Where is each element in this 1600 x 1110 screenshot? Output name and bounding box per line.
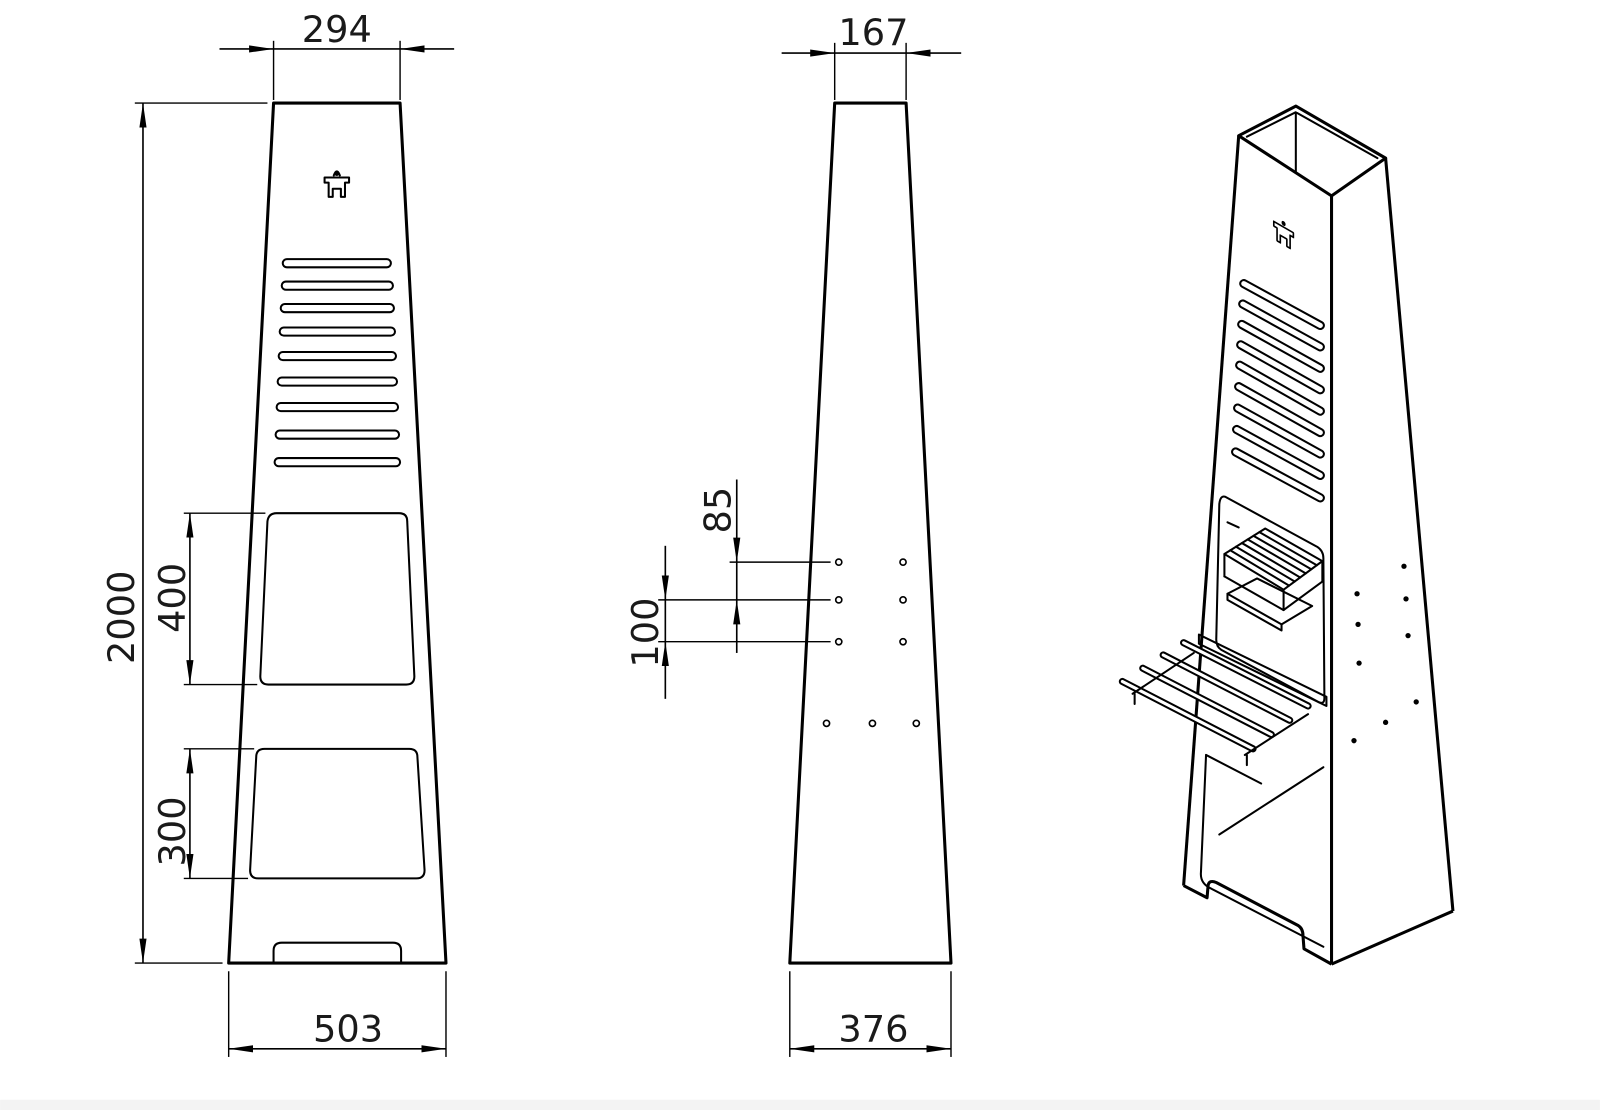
overall-height-label: 2000	[100, 571, 143, 664]
iso-front-grill-rack	[1118, 633, 1328, 767]
front-outline	[227, 101, 448, 965]
iso-hole	[1403, 596, 1409, 602]
base-cutout	[272, 941, 403, 964]
lower-opening	[249, 747, 426, 880]
grill-rod	[1180, 639, 1312, 710]
base-depth-label: 376	[838, 1008, 908, 1051]
iso-hole	[1382, 719, 1389, 725]
grill-rod	[1118, 677, 1257, 753]
iso-hole	[1401, 563, 1407, 569]
hole-extension-lines	[658, 561, 831, 643]
iso-vent-slot	[1239, 279, 1325, 331]
mounting-hole	[834, 637, 843, 646]
vent-slots	[273, 258, 402, 468]
dimension-overall-height: 2000	[100, 102, 268, 964]
iso-cooking-grate	[1223, 527, 1324, 612]
vent-slot	[273, 457, 402, 468]
dimension-hole-spacing-lower: 100	[624, 545, 669, 699]
hole-spacing-upper-label: 85	[697, 487, 740, 534]
iso-front-bottom-edge	[1182, 879, 1333, 966]
upper-opening	[259, 512, 416, 686]
iso-vent-slot	[1238, 299, 1325, 352]
iso-vent-slot	[1235, 360, 1325, 416]
dimension-base-depth: 376	[789, 971, 952, 1057]
dimension-top-width: 294	[219, 8, 455, 100]
vent-slot	[276, 376, 399, 387]
iso-vent-slot	[1237, 319, 1325, 373]
mounting-hole	[899, 596, 907, 604]
iso-small-slot	[1226, 521, 1240, 529]
vent-slot	[274, 429, 401, 440]
base-width-label: 503	[313, 1008, 383, 1051]
vent-slot	[275, 401, 400, 413]
dimension-lower-opening: 300	[151, 748, 255, 880]
dimension-top-depth: 167	[781, 11, 962, 100]
hole-spacing-lower-label: 100	[624, 597, 667, 667]
mounting-hole	[899, 558, 907, 567]
dimension-upper-opening: 400	[151, 512, 266, 686]
iso-hole	[1355, 621, 1361, 628]
mounting-hole	[834, 596, 843, 604]
iso-vent-slot	[1236, 340, 1325, 395]
top-width-label: 294	[302, 8, 372, 51]
iso-front-left-edge	[1182, 135, 1241, 886]
iso-vent-slots	[1231, 279, 1325, 503]
side-view: 167 85 100 376	[624, 11, 962, 1057]
isometric-view	[1118, 104, 1455, 966]
dimension-hole-spacing-upper: 85	[697, 479, 741, 653]
iso-side-bottom-edge	[1330, 909, 1454, 966]
mounting-holes	[822, 558, 921, 728]
iso-hole	[1351, 738, 1357, 744]
mounting-hole	[912, 719, 921, 728]
grill-rod	[1159, 651, 1294, 724]
mounting-hole	[834, 558, 843, 567]
iso-hole	[1413, 699, 1419, 705]
vent-slot	[281, 258, 392, 269]
vent-slot	[278, 326, 396, 337]
iso-vent-slot	[1232, 424, 1325, 481]
mounting-hole	[868, 719, 877, 728]
side-outline	[788, 101, 953, 965]
iso-inner-rim	[1245, 111, 1379, 174]
iso-side-holes	[1351, 563, 1419, 744]
dimension-base-width: 503	[227, 971, 447, 1057]
front-view: 294 2000 400 300 503	[100, 8, 455, 1057]
lower-opening-label: 300	[151, 796, 194, 866]
iso-side-right-edge	[1384, 157, 1455, 912]
top-depth-label: 167	[838, 11, 908, 54]
iso-vent-slot	[1233, 403, 1325, 459]
mounting-hole	[822, 719, 831, 728]
vent-slot	[280, 280, 394, 291]
upper-opening-label: 400	[151, 563, 194, 633]
brand-logo	[323, 170, 351, 198]
iso-hole	[1354, 591, 1360, 597]
grill-rod	[1139, 664, 1275, 739]
mounting-hole	[899, 637, 907, 646]
bottom-band	[0, 1099, 1600, 1110]
iso-brand-logo	[1272, 220, 1295, 250]
iso-lower-opening	[1199, 753, 1325, 948]
iso-vent-slot	[1231, 447, 1325, 503]
vent-slot	[277, 350, 398, 362]
vent-slot	[279, 303, 395, 314]
iso-charcoal-tray	[1226, 577, 1314, 632]
iso-vent-slot	[1234, 382, 1325, 438]
iso-hole	[1405, 632, 1411, 639]
iso-hole	[1356, 660, 1362, 666]
